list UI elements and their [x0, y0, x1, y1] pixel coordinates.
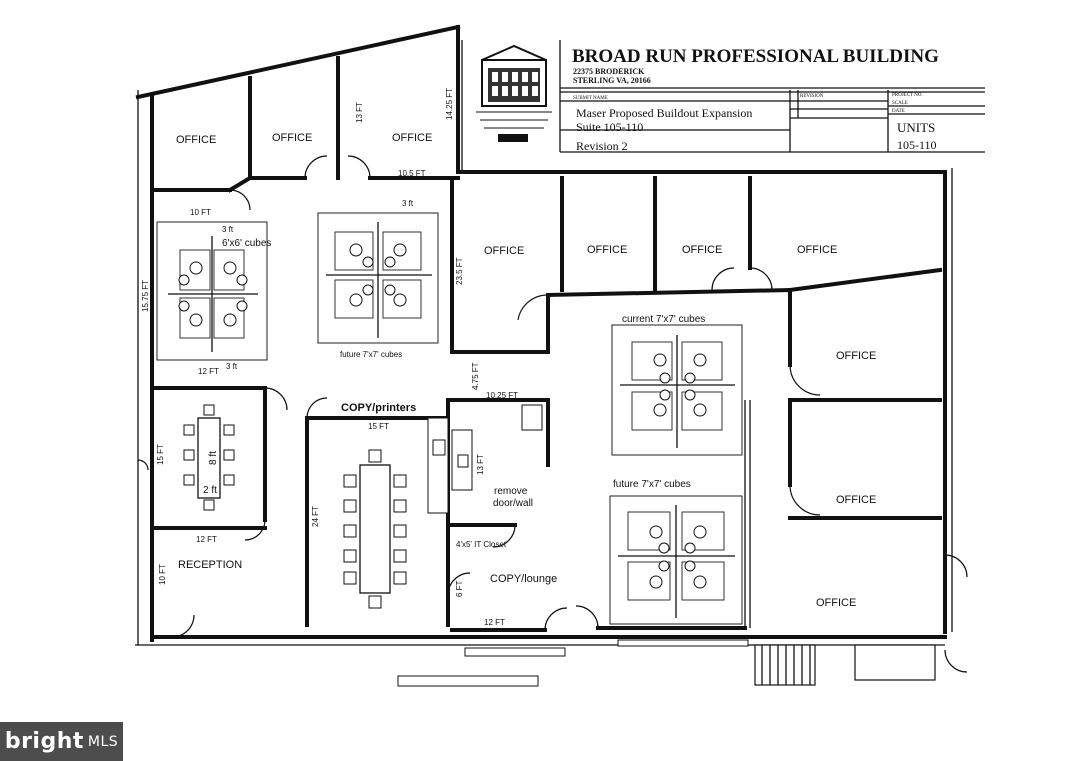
cube-pod-future-b	[609, 495, 743, 625]
room-office-10: OFFICE	[816, 597, 856, 609]
room-copy-lounge: COPY/lounge	[490, 573, 557, 585]
cube-pod-current	[611, 324, 743, 456]
room-office-5: OFFICE	[587, 244, 627, 256]
label-cubes-6x6: 6'x6' cubes	[222, 238, 271, 249]
conference-table-small	[183, 404, 235, 511]
dim-23-5ft: 23.5 FT	[455, 257, 464, 285]
label-future-cubes-a: future 7'x7' cubes	[340, 350, 402, 359]
dim-10-25ft: 10.25 FT	[486, 391, 518, 400]
dim-14-25ft: 14.25 FT	[445, 88, 454, 120]
door-swings	[137, 155, 968, 673]
revision-label: Revision 2	[576, 139, 628, 153]
table-col-scale: SCALE	[892, 101, 908, 106]
room-office-1: OFFICE	[176, 134, 216, 146]
dim-12ft-c: 12 FT	[484, 618, 505, 627]
exterior-steps	[397, 639, 936, 687]
room-office-3: OFFICE	[392, 132, 432, 144]
dim-4-75ft: 4.75 FT	[471, 362, 480, 390]
dim-3ft-a: 3 ft	[402, 199, 414, 208]
conference-table-large	[343, 449, 407, 609]
units-label: UNITS	[897, 120, 935, 135]
description-line-2: Suite 105-110	[576, 120, 643, 134]
label-future-cubes-b: future 7'x7' cubes	[613, 479, 691, 490]
table-col-date: DATE	[892, 109, 905, 114]
dim-12ft-a: 12 FT	[198, 367, 219, 376]
dim-3ft-b: 3 ft	[222, 225, 234, 234]
room-copy-printers: COPY/printers	[341, 402, 416, 414]
room-labels: OFFICE OFFICE OFFICE OFFICE OFFICE OFFIC…	[176, 132, 876, 609]
watermark-suffix: MLS	[87, 733, 119, 750]
table-col-submit: SUBMIT NAME	[573, 96, 608, 101]
dim-10ft-top: 10 FT	[190, 208, 211, 217]
watermark-brand: bright	[4, 729, 84, 754]
description-line-1: Maser Proposed Buildout Expansion	[576, 106, 752, 120]
dim-13ft: 13 FT	[355, 102, 364, 123]
note-remove: remove	[494, 486, 528, 497]
dim-8ft: 8 ft	[208, 451, 219, 465]
dim-2ft: 2 ft	[203, 485, 217, 496]
units-value: 105-110	[897, 138, 937, 152]
address-line-1: 22375 BRODERICK	[573, 67, 645, 76]
dim-13ft-b: 13 FT	[476, 454, 485, 475]
dim-6ft: 6 FT	[455, 580, 464, 597]
room-office-7: OFFICE	[797, 244, 837, 256]
dimension-labels: 13 FT 14.25 FT 10.5 FT 10 FT 3 ft 3 ft 3…	[141, 88, 518, 627]
exterior-walls	[135, 24, 953, 646]
building-title: BROAD RUN PROFESSIONAL BUILDING	[572, 46, 939, 67]
cube-pod-6x6	[156, 221, 268, 361]
lounge-fixtures	[427, 404, 543, 514]
room-office-2: OFFICE	[272, 132, 312, 144]
dim-10-5ft: 10.5 FT	[398, 169, 426, 178]
title-block: BROAD RUN PROFESSIONAL BUILDING 22375 BR…	[461, 40, 985, 170]
dim-15-75ft: 15.75 FT	[141, 280, 150, 312]
address-line-2: STERLING VA, 20166	[573, 76, 651, 85]
room-it-closet: 4'x5' IT Closet	[456, 540, 507, 549]
label-current-cubes: current 7'x7' cubes	[622, 314, 705, 325]
dim-24ft: 24 FT	[311, 506, 320, 527]
dim-12ft-b: 12 FT	[196, 535, 217, 544]
room-office-9: OFFICE	[836, 494, 876, 506]
table-col-project: PROJECT NO.	[892, 93, 923, 98]
dim-3ft-c: 3 ft	[226, 362, 238, 371]
table-col-revision: REVISION	[800, 94, 824, 99]
room-office-8: OFFICE	[836, 350, 876, 362]
room-reception: RECEPTION	[178, 559, 242, 571]
cube-labels: 6'x6' cubes future 7'x7' cubes current 7…	[222, 238, 705, 490]
dim-15ft-b: 15 FT	[156, 444, 165, 465]
dim-10ft-left: 10 FT	[158, 564, 167, 585]
room-office-6: OFFICE	[682, 244, 722, 256]
note-door-wall: door/wall	[493, 498, 533, 509]
room-office-4: OFFICE	[484, 245, 524, 257]
dim-15ft-a: 15 FT	[368, 422, 389, 431]
building-logo	[476, 44, 552, 148]
cube-pod-future-a	[317, 212, 439, 344]
